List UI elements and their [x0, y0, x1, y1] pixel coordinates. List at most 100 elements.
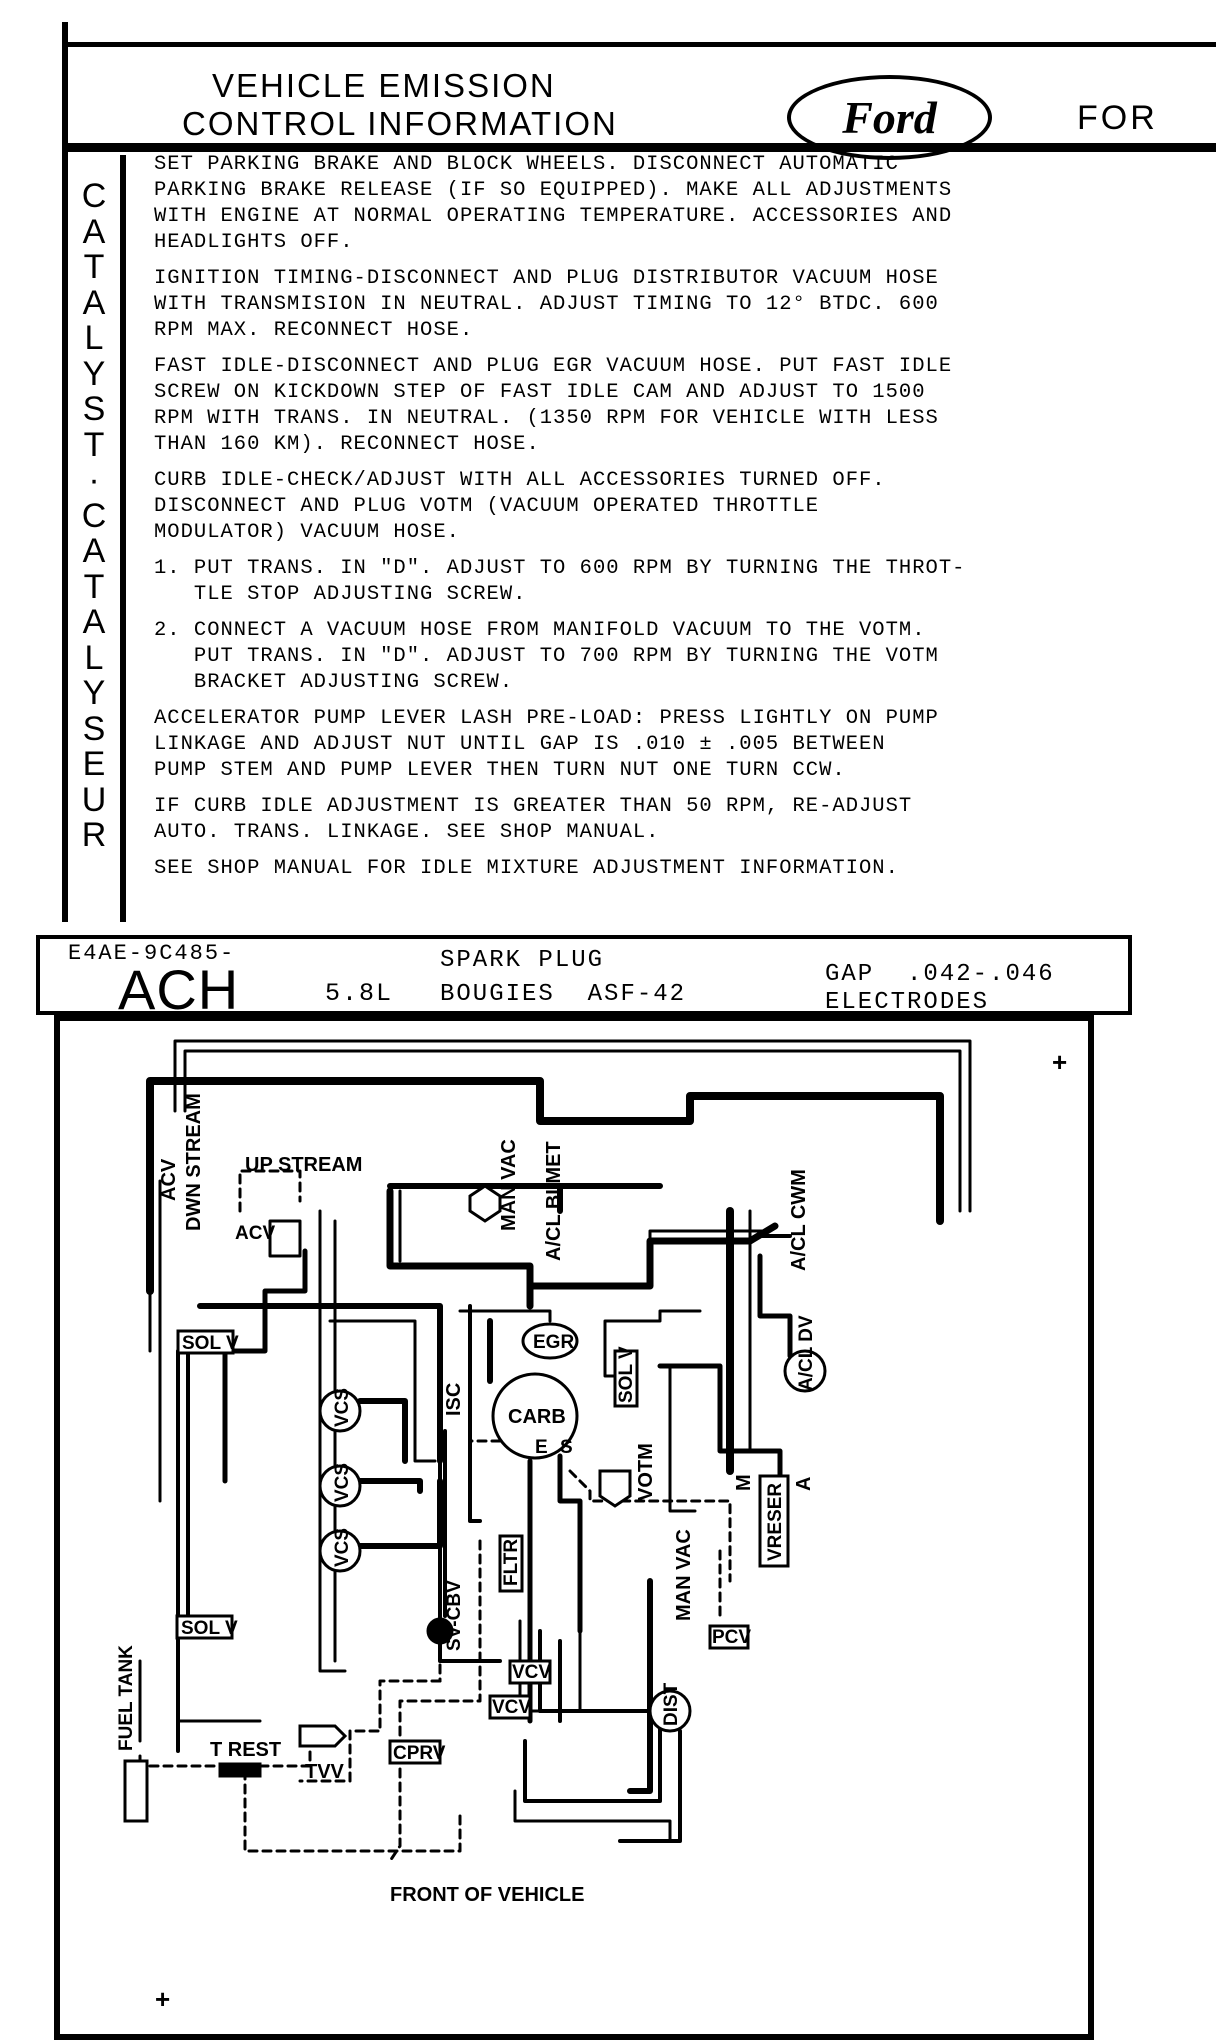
side-band-letter: U — [81, 780, 107, 819]
dist-label: DIST — [661, 1682, 682, 1726]
front-of-vehicle-label: FRONT OF VEHICLE — [390, 1884, 584, 1906]
title-line-2: CONTROL INFORMATION — [182, 105, 618, 142]
pcv-label: PCV — [712, 1627, 751, 1648]
hose-isc-left — [468, 1304, 482, 1523]
instruction-line: RPM MAX. RECONNECT HOSE. — [154, 319, 474, 342]
instruction-line: WITH TRANSMISION IN NEUTRAL. ADJUST TIMI… — [154, 293, 939, 316]
part-number: E4AE-9C485- — [68, 941, 236, 966]
fltr-label: FLTR — [501, 1539, 522, 1586]
side-band-letter: L — [84, 638, 104, 677]
vcs-1-circle — [318, 1389, 362, 1433]
instruction-line: SEE SHOP MANUAL FOR IDLE MIXTURE ADJUSTM… — [154, 857, 899, 880]
tvv-valve — [298, 1724, 348, 1748]
instruction-line: LINKAGE AND ADJUST NUT UNTIL GAP IS .010… — [154, 733, 886, 756]
hose-egr-top — [458, 1309, 552, 1323]
vcv-2-box — [488, 1694, 532, 1720]
sol-v-bottom-box — [175, 1614, 234, 1640]
instruction-line: DISCONNECT AND PLUG VOTM (VACUUM OPERATE… — [154, 495, 820, 518]
pcv-box — [708, 1624, 750, 1650]
side-band-letter: C — [81, 496, 107, 535]
sol-v-right-box — [613, 1349, 639, 1408]
vreser-box — [758, 1474, 790, 1568]
instruction-line: SCREW ON KICKDOWN STEP OF FAST IDLE CAM … — [154, 381, 926, 404]
sv-cbv-valve — [426, 1617, 454, 1645]
sol-v-bottom-label: SOL V — [181, 1618, 238, 1639]
instruction-line: PUMP STEM AND PUMP LEVER THEN TURN NUT O… — [154, 759, 846, 782]
vreser-m-label: M — [733, 1474, 755, 1491]
vreser-a-label: A — [793, 1477, 815, 1491]
acv-label: ACV — [158, 1158, 180, 1201]
vcs-3-label: VCS — [332, 1528, 353, 1567]
side-band-letter: T — [83, 425, 105, 464]
vreser-label: VRESER — [765, 1483, 786, 1561]
fuel-tank-box — [123, 1759, 149, 1823]
vacuum-hose-diagram: ACV DWN STREAM UP STREAM ACV MAN VAC A/C… — [54, 1015, 1094, 2040]
instruction-line: PARKING BRAKE RELEASE (IF SO EQUIPPED). … — [154, 179, 953, 202]
title-line-1: VEHICLE EMISSION — [212, 67, 556, 104]
acv-valve-label: ACV — [235, 1223, 275, 1244]
sol-v-right-label: SOL V — [616, 1346, 637, 1403]
acl-bimet-label: A/CL BI MET — [543, 1141, 565, 1261]
side-band-letter: E — [82, 745, 106, 783]
side-band-letter: T — [83, 567, 105, 606]
votm-label: VOTM — [635, 1443, 657, 1501]
brand-text: FOR — [1077, 99, 1158, 137]
side-band-letter: L — [84, 319, 104, 357]
carb-e-label: E — [535, 1437, 548, 1458]
cprv-label: CPRV — [393, 1743, 446, 1764]
side-band-letter: A — [82, 532, 106, 570]
vcs-3-circle — [318, 1529, 362, 1573]
electrodes-label: ELECTRODES — [825, 989, 990, 1016]
vcv-1-box — [508, 1659, 552, 1685]
instruction-line: HEADLIGHTS OFF. — [154, 231, 354, 254]
carb-label: CARB — [508, 1406, 566, 1428]
hose-vcs-feed-2 — [328, 1319, 437, 1463]
hose-carb-dash-left — [468, 1439, 502, 1503]
instruction-line: THAN 160 KM). RECONNECT HOSE. — [154, 433, 540, 456]
side-band-letter: R — [81, 816, 107, 854]
bougies-label: BOUGIES — [440, 981, 555, 1008]
side-band-letter: A — [82, 603, 106, 641]
acl-dv-label: A/CL DV — [796, 1315, 817, 1391]
instruction-line: ACCELERATOR PUMP LEVER LASH PRE-LOAD: PR… — [154, 707, 939, 730]
plus-mark-bottom-left: + — [155, 1984, 170, 2014]
dist-circle — [648, 1689, 692, 1733]
plug-type: ASF-42 — [587, 981, 687, 1008]
hose-vcs-lines — [357, 1398, 443, 1549]
hose-bimet — [526, 1222, 779, 1290]
man-vac-top-label: MAN VAC — [498, 1139, 520, 1231]
title-bar: VEHICLE EMISSION CONTROL INFORMATION For… — [62, 42, 1216, 160]
acv-body — [268, 1219, 302, 1258]
calibration-strip: E4AE-9C485- ACH 5.8L SPARK PLUG BOUGIES … — [36, 935, 1132, 1021]
spark-plug-type: BOUGIES ASF-42 — [440, 981, 686, 1008]
hose-tvv-dash — [298, 1679, 442, 1783]
engine-size: 5.8L — [325, 979, 394, 1008]
vcs-2-circle — [318, 1464, 362, 1508]
hose-main-top — [146, 1077, 944, 1295]
sol-v-left-box — [176, 1329, 235, 1355]
instruction-line: WITH ENGINE AT NORMAL OPERATING TEMPERAT… — [154, 205, 953, 228]
hose-vcs-feed — [197, 1303, 443, 1464]
hose-carb-s — [557, 1453, 583, 1634]
hose-acv-down — [222, 1248, 308, 1484]
hose-solv-right — [657, 1363, 783, 1494]
instruction-line: IGNITION TIMING-DISCONNECT AND PLUG DIST… — [154, 267, 939, 290]
calibration-code: ACH — [118, 958, 240, 1021]
hose-vreser-2 — [748, 1209, 772, 1453]
gap-label: GAP — [825, 961, 875, 988]
hose-left-double — [176, 1349, 190, 1753]
t-rest-label: T REST — [210, 1739, 281, 1761]
instruction-line: CURB IDLE-CHECK/ADJUST WITH ALL ACCESSOR… — [154, 469, 886, 492]
instruction-line: PUT TRANS. IN "D". ADJUST TO 700 RPM BY … — [154, 645, 939, 668]
fuel-tank-label: FUEL TANK — [116, 1645, 137, 1751]
carb-s-label: S — [560, 1437, 573, 1458]
side-band-letter: A — [82, 212, 106, 251]
side-band-letter: A — [82, 283, 106, 322]
hose-left-vertical — [148, 1179, 162, 1503]
instruction-line: RPM WITH TRANS. IN NEUTRAL. (1350 RPM FO… — [154, 407, 939, 430]
hose-trest-bottom — [243, 1769, 462, 1853]
instruction-line: 1. PUT TRANS. IN "D". ADJUST TO 600 RPM … — [154, 557, 966, 580]
sol-v-left-label: SOL V — [182, 1333, 239, 1354]
instruction-line: AUTO. TRANS. LINKAGE. SEE SHOP MANUAL. — [154, 821, 660, 844]
